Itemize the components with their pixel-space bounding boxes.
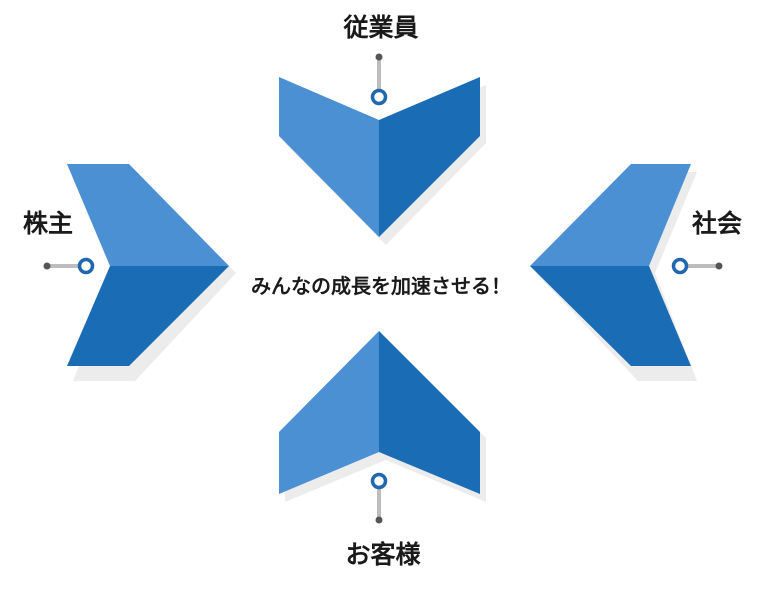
center-message: みんなの成長を加速させる！: [251, 274, 511, 298]
connector-bottom-ring: [370, 472, 388, 490]
label-customers: お客様: [345, 540, 421, 569]
connector-bottom-end-dot: [375, 516, 383, 524]
connector-left-ring: [77, 257, 95, 275]
arrow-right-society: [530, 164, 697, 381]
arrow-bottom-customers: [279, 331, 486, 502]
label-shareholders: 株主: [23, 209, 73, 238]
arrow-left-shareholders: [67, 164, 236, 381]
label-society: 社会: [692, 209, 742, 238]
arrow-right-top-half: [530, 164, 691, 266]
label-employees: 従業員: [342, 13, 418, 42]
connector-right-ring: [671, 257, 689, 275]
arrow-bottom-left-half: [279, 331, 379, 494]
arrow-right-bottom-half: [530, 266, 691, 366]
arrow-bottom-right-half: [379, 331, 480, 494]
connector-left-end-dot: [43, 262, 51, 270]
connector-top-end-dot: [375, 53, 383, 61]
arrow-left-bottom-half: [67, 266, 229, 366]
connector-top-ring: [370, 88, 388, 106]
connector-left: [43, 257, 95, 275]
connector-top: [370, 53, 388, 106]
connector-right-end-dot: [715, 262, 723, 270]
connector-right: [671, 257, 723, 275]
arrow-top-left-half: [279, 77, 379, 237]
arrow-left-top-half: [67, 164, 229, 266]
arrow-top-right-half: [379, 77, 480, 237]
connector-bottom: [370, 472, 388, 524]
arrow-top-employees: [279, 77, 486, 245]
